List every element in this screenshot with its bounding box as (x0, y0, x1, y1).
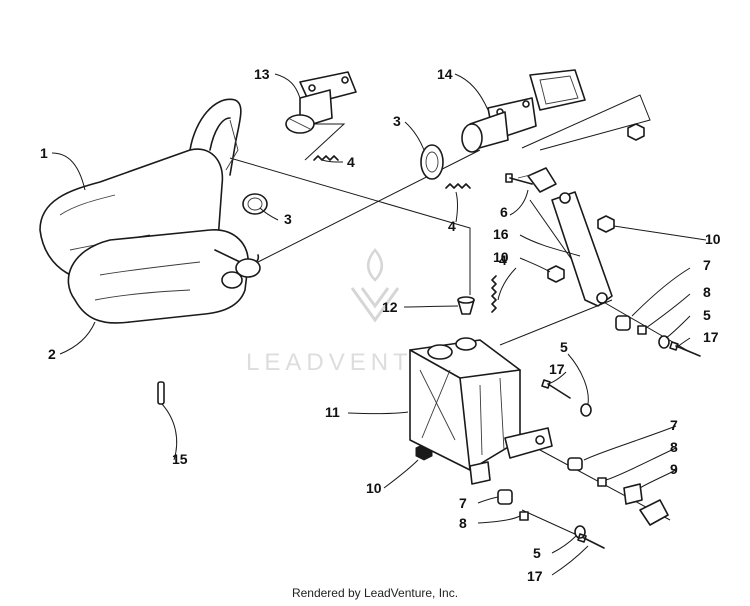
callout-4-middle: 4 (448, 218, 456, 234)
callout-10-middle: 10 (493, 249, 509, 265)
footer-credit: Rendered by LeadVenture, Inc. (291, 586, 459, 600)
plate-lower-right (639, 499, 669, 526)
washer-5-upper (658, 335, 670, 349)
seal-ring-lower-inner (247, 197, 263, 211)
bolt-6 (505, 173, 533, 185)
callout-2: 2 (48, 346, 56, 362)
callout-12: 12 (382, 299, 398, 315)
seal-ring-upper-inner (425, 151, 439, 173)
callout-4-upper: 4 (347, 154, 355, 170)
callout-10-top-right: 10 (705, 231, 721, 247)
callout-8-lower: 8 (459, 515, 467, 531)
seal-ring-upper (420, 144, 444, 180)
callout-17-lower: 17 (527, 568, 543, 584)
callouts: 1 2 13 14 3 3 4 4 4 15 12 6 16 10 10 7 8… (40, 66, 721, 584)
callout-15: 15 (172, 451, 188, 467)
callout-8-upper: 8 (703, 284, 711, 300)
leader-lines (51, 73, 707, 576)
manifold-flange-left (285, 71, 357, 134)
manifold-flange-right (461, 69, 586, 153)
bushing-7-middle (567, 457, 583, 471)
callout-1: 1 (40, 145, 48, 161)
callout-3-left: 3 (284, 211, 292, 227)
callout-7-lower: 7 (459, 495, 467, 511)
nut-top-right (627, 123, 645, 141)
callout-14: 14 (437, 66, 453, 82)
callout-16: 16 (493, 226, 509, 242)
bolt-17-lower (577, 533, 605, 549)
callout-4-lower: 4 (499, 252, 507, 268)
callout-3-top: 3 (393, 113, 401, 129)
expansion-chamber (39, 98, 261, 324)
spring-lower (491, 275, 497, 313)
nut-10-top-right (597, 215, 615, 233)
spacer-8-upper (637, 325, 647, 335)
spring-upper (313, 155, 339, 161)
spacer-8-middle (597, 477, 607, 487)
callout-10-tank: 10 (366, 480, 382, 496)
pin (157, 381, 165, 405)
bolt-17-upper (669, 341, 701, 357)
callout-11: 11 (325, 404, 340, 420)
spring-middle (445, 183, 471, 189)
callout-17-upper: 17 (703, 329, 719, 345)
watermark-flame-icon (367, 248, 383, 282)
watermark-logo-icon (350, 287, 400, 323)
callout-5-lower: 5 (533, 545, 541, 561)
callout-7-middle: 7 (670, 417, 678, 433)
callout-5-upper: 5 (703, 307, 711, 323)
callout-7-upper: 7 (703, 257, 711, 273)
callout-13: 13 (254, 66, 270, 82)
mount-bracket (517, 167, 613, 307)
callout-5-middle: 5 (560, 339, 568, 355)
bolt-17-middle (541, 379, 571, 399)
spacer-8-lower (519, 511, 529, 521)
callout-17-middle: 17 (549, 361, 565, 377)
callout-8-middle: 8 (670, 439, 678, 455)
silencer-box (409, 337, 553, 485)
washer-5-middle (580, 403, 592, 417)
bushing-7-upper (615, 315, 631, 331)
bushing-7-lower (497, 489, 513, 505)
callout-6: 6 (500, 204, 508, 220)
clip-9 (623, 483, 643, 505)
callout-9: 9 (670, 461, 678, 477)
nut-10-middle (547, 265, 565, 283)
